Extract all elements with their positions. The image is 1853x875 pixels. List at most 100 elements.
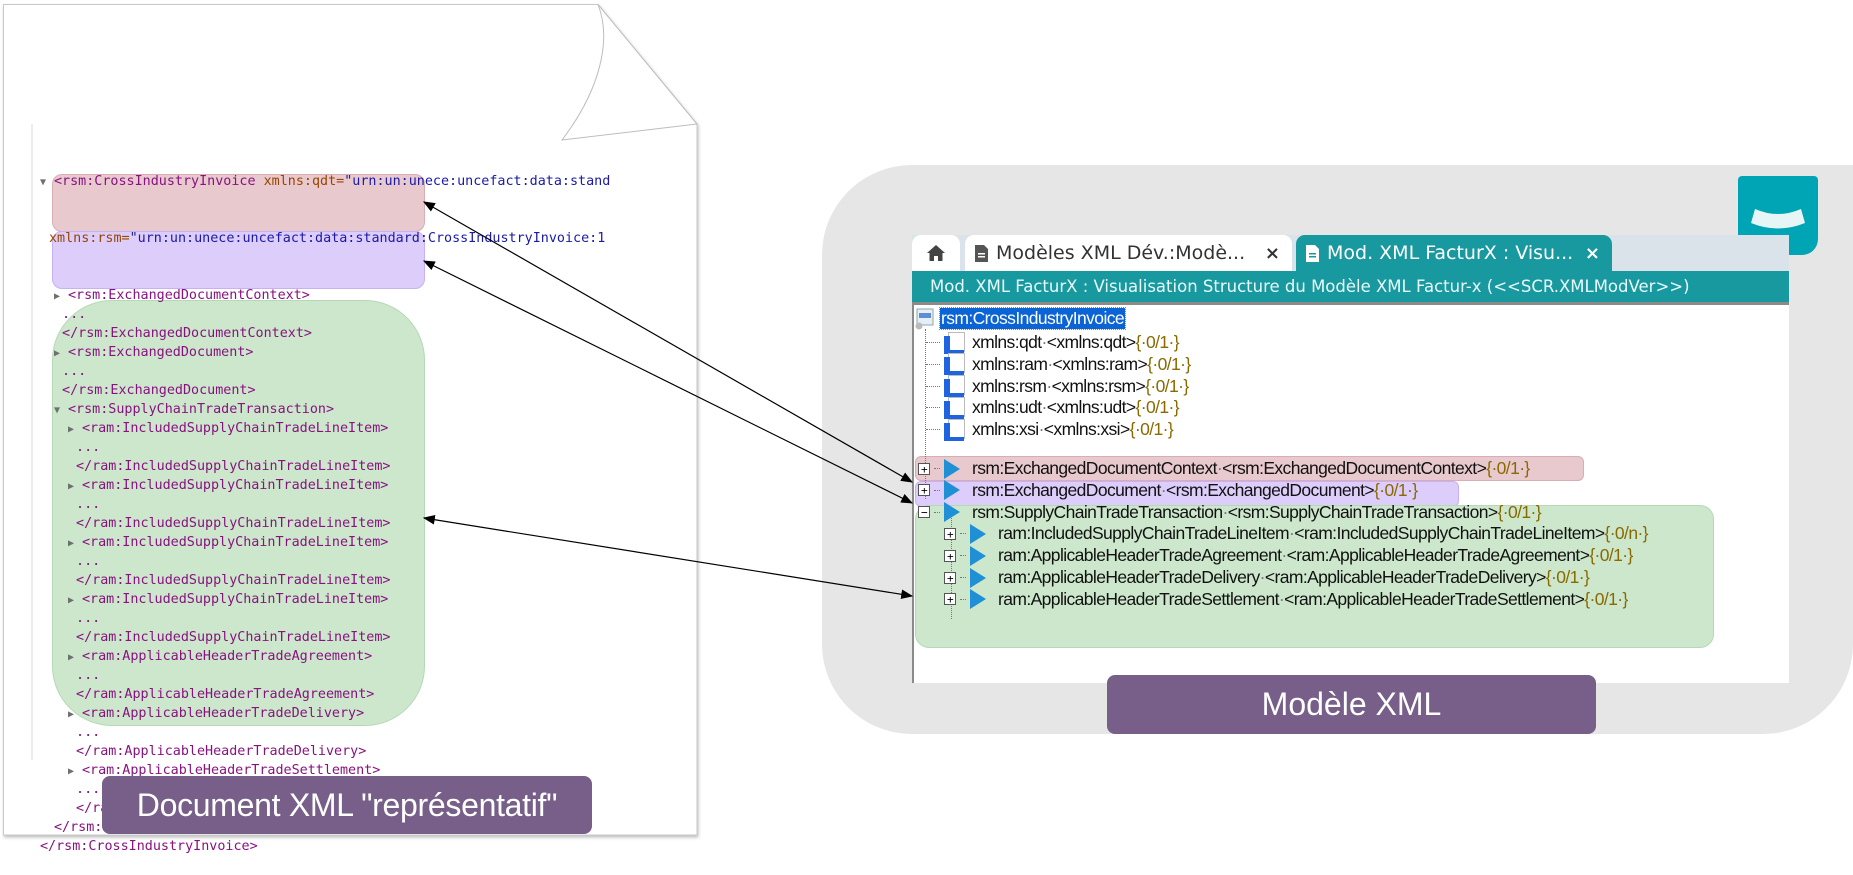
xml-tag-text: ... xyxy=(68,497,101,512)
collapsed-triangle-icon[interactable]: ▶ xyxy=(68,595,75,606)
collapsed-triangle-icon[interactable]: ▶ xyxy=(68,652,75,663)
xml-tag-text: <ram:IncludedSupplyChainTradeLineItem> xyxy=(82,592,389,607)
collapsed-triangle-icon[interactable]: ▶ xyxy=(68,709,75,720)
node-name: ram:IncludedSupplyChainTradeLineItem xyxy=(998,523,1290,544)
tree-root-row[interactable]: rsm:CrossIndustryInvoice xyxy=(914,306,1127,331)
xml-schema-icon xyxy=(915,308,934,329)
tree-connector xyxy=(926,385,940,387)
tree-row[interactable]: +ram:ApplicableHeaderTradeSettlement·<ra… xyxy=(944,587,1628,612)
xml-tag-text: </ram:ApplicableHeaderTradeDelivery> xyxy=(68,744,367,759)
xml-line: ▶ <ram:IncludedSupplyChainTradeLineItem> xyxy=(40,590,610,609)
close-icon[interactable]: × xyxy=(1264,242,1280,264)
tree-row[interactable]: xmlns:qdt·<xmlns:qdt>{·0/1·} xyxy=(926,330,1180,355)
element-play-icon xyxy=(944,458,960,479)
document-caption: Document XML "représentatif" xyxy=(102,776,592,834)
xml-line: ... xyxy=(40,666,610,685)
tree-connector xyxy=(934,468,940,469)
cardinality: {·0/1·} xyxy=(1486,458,1530,478)
expand-icon[interactable]: + xyxy=(944,549,956,562)
expand-icon[interactable]: + xyxy=(918,484,930,497)
expand-icon[interactable]: + xyxy=(944,571,956,584)
xml-root-open-line-2: xmlns:rsm="urn:un:unece:uncefact:data:st… xyxy=(49,231,606,246)
tree-connector xyxy=(926,342,940,343)
doc-block-supply-chain-trade-transaction xyxy=(52,300,425,726)
expanded-triangle-icon[interactable]: ▼ xyxy=(40,177,47,188)
xml-line: ▶<rsm:ExchangedDocumentContext> xyxy=(40,286,610,305)
tree-row[interactable]: xmlns:ram·<xmlns:ram>{·0/1·} xyxy=(926,352,1191,377)
node-type: <xmlns:qdt> xyxy=(1046,332,1136,352)
collapsed-triangle-icon[interactable]: ▶ xyxy=(68,538,75,549)
expand-icon[interactable]: + xyxy=(944,593,956,606)
xml-tag-text: ... xyxy=(68,782,101,797)
xml-line: ... xyxy=(40,438,610,457)
separator: · xyxy=(1046,375,1052,396)
expanded-triangle-icon[interactable]: ▼ xyxy=(54,405,61,416)
tree-connector xyxy=(960,533,966,535)
separator: · xyxy=(1160,479,1167,500)
tree-row[interactable]: +rsm:ExchangedDocumentContext·<rsm:Excha… xyxy=(918,456,1530,481)
tree-guide-line xyxy=(925,329,926,499)
xml-line: ... xyxy=(40,305,610,324)
tree-guide-line xyxy=(951,514,952,619)
separator: · xyxy=(1216,458,1223,478)
doc-block-exchanged-document-context xyxy=(52,174,425,232)
window-title: Mod. XML FacturX : Visualisation Structu… xyxy=(912,271,1789,302)
node-name: rsm:ExchangedDocument xyxy=(972,479,1161,500)
xml-tag-text: ... xyxy=(68,725,101,740)
collapsed-triangle-icon[interactable]: ▶ xyxy=(68,424,75,435)
tree-row[interactable]: +ram:ApplicableHeaderTradeDelivery·<ram:… xyxy=(944,565,1590,590)
tree-row[interactable]: +ram:ApplicableHeaderTradeAgreement·<ram… xyxy=(944,543,1633,568)
xml-line: </ram:IncludedSupplyChainTradeLineItem> xyxy=(40,514,610,533)
node-name: rsm:ExchangedDocumentContext xyxy=(972,458,1217,478)
tree-row[interactable]: xmlns:xsi·<xmlns:xsi>{·0/1·} xyxy=(926,417,1174,442)
tree-row[interactable]: xmlns:udt·<xmlns:udt>{·0/1·} xyxy=(926,395,1180,420)
element-play-icon xyxy=(970,589,986,610)
tree-row[interactable]: +rsm:ExchangedDocument·<rsm:ExchangedDoc… xyxy=(918,478,1418,503)
xml-line: </ram:ApplicableHeaderTradeDelivery> xyxy=(40,742,610,761)
element-play-icon xyxy=(970,523,986,544)
cardinality: {·0/1·} xyxy=(1135,397,1179,418)
node-name: xmlns:rsm xyxy=(972,375,1047,396)
attribute-file-icon xyxy=(944,353,965,376)
tree-green-region xyxy=(915,505,1714,648)
separator: · xyxy=(1278,588,1285,609)
collapse-icon[interactable]: − xyxy=(918,506,930,519)
model-caption: Modèle XML xyxy=(1107,675,1596,734)
node-name: ram:ApplicableHeaderTradeAgreement xyxy=(998,545,1282,566)
expand-icon[interactable]: + xyxy=(944,527,956,540)
cardinality: {·0/1·} xyxy=(1129,419,1174,440)
collapsed-triangle-icon[interactable]: ▶ xyxy=(54,348,61,359)
tree-row[interactable]: xmlns:rsm·<xmlns:rsm>{·0/1·} xyxy=(926,374,1189,399)
xml-tag-text: </ram:IncludedSupplyChainTradeLineItem> xyxy=(68,516,391,531)
xml-line: ▶<ram:IncludedSupplyChainTradeLineItem> xyxy=(40,419,610,438)
collapsed-triangle-icon[interactable]: ▶ xyxy=(68,481,75,492)
collapsed-triangle-icon[interactable]: ▶ xyxy=(54,291,61,302)
xml-tag-text: <ram:IncludedSupplyChainTradeLineItem> xyxy=(82,535,389,550)
tree-connector xyxy=(926,407,940,409)
node-type: <ram:ApplicableHeaderTradeDelivery> xyxy=(1264,567,1546,587)
tree-connector xyxy=(934,489,940,491)
tab-modeles-xml-dev[interactable]: Modèles XML Dév.:Modè... × xyxy=(965,235,1292,271)
xml-tag-text: </rsm:ExchangedDocument> xyxy=(54,383,256,398)
separator: · xyxy=(1047,353,1053,374)
xml-structure-tree[interactable]: rsm:CrossIndustryInvoice xmlns:qdt·<xmln… xyxy=(912,302,1789,683)
xml-line: ... xyxy=(40,362,610,381)
xml-line: </ram:ApplicableHeaderTradeAgreement> xyxy=(40,685,610,704)
doc-block-exchanged-document xyxy=(52,231,425,289)
tab-home[interactable] xyxy=(912,235,960,271)
xml-tag-text: ... xyxy=(68,611,101,626)
close-icon[interactable]: × xyxy=(1584,242,1600,264)
cardinality: {·0/n·} xyxy=(1604,523,1648,544)
tree-row[interactable]: −rsm:SupplyChainTradeTransaction·<rsm:Su… xyxy=(918,500,1542,525)
xml-line: ... xyxy=(40,780,610,799)
collapsed-triangle-icon[interactable]: ▶ xyxy=(68,766,75,777)
tree-row[interactable]: +ram:IncludedSupplyChainTradeLineItem·<r… xyxy=(944,521,1649,546)
tab-mod-xml-facturx[interactable]: Mod. XML FacturX : Visu... × xyxy=(1296,235,1612,271)
node-type: <ram:IncludedSupplyChainTradeLineItem> xyxy=(1294,523,1605,544)
cardinality: {·0/1·} xyxy=(1497,501,1541,522)
xml-tag-text: ... xyxy=(68,554,101,569)
node-type: <xmlns:ram> xyxy=(1052,353,1148,374)
attribute-file-icon xyxy=(944,375,965,398)
expand-icon[interactable]: + xyxy=(918,462,930,475)
xml-tag-text: </ram:IncludedSupplyChainTradeLineItem> xyxy=(68,459,391,474)
